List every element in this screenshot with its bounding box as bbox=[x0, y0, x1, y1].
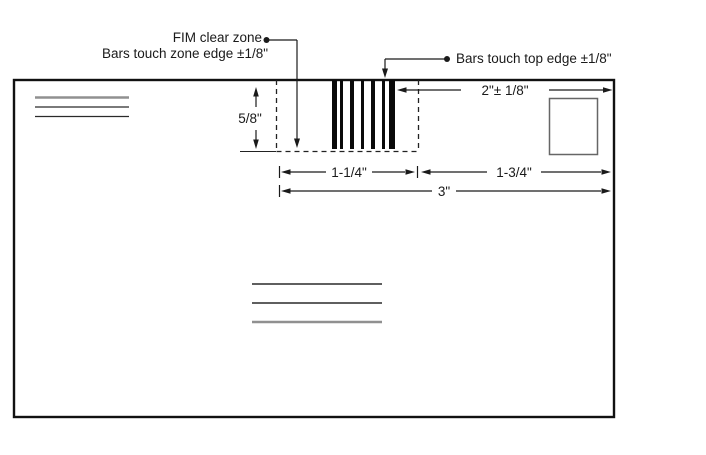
envelope-outline bbox=[12, 78, 616, 419]
fim-bar bbox=[340, 80, 343, 149]
arrowhead-right bbox=[603, 87, 613, 93]
delivery-address-lines bbox=[252, 283, 382, 324]
dim-zone-height bbox=[253, 87, 259, 149]
arrowhead-left bbox=[397, 87, 407, 93]
fim-bar bbox=[371, 80, 375, 149]
dim-row-2 bbox=[278, 185, 611, 197]
arrowhead-down bbox=[382, 68, 388, 78]
fim-bar bbox=[382, 80, 385, 149]
arrowhead-left bbox=[421, 169, 431, 175]
dim-label-zone-to-edge: 1-3/4" bbox=[496, 165, 532, 180]
fim-bar bbox=[389, 80, 395, 149]
fim-clear-zone-outline bbox=[275, 80, 420, 153]
arrowhead-left bbox=[281, 188, 291, 194]
return-address-lines bbox=[35, 96, 129, 118]
arrowhead-right bbox=[405, 169, 415, 175]
arrowhead-down bbox=[253, 139, 259, 149]
bars-touch-top-edge-label: Bars touch top edge ±1/8" bbox=[456, 51, 612, 66]
fim-bars bbox=[332, 80, 395, 149]
fim-bar bbox=[361, 80, 364, 149]
arrowhead-down bbox=[294, 138, 300, 148]
dim-row-1 bbox=[278, 166, 611, 178]
dim-label-zone-width: 1-1/4" bbox=[331, 165, 367, 180]
fim-bar bbox=[350, 80, 354, 149]
bars-touch-top-leader bbox=[382, 56, 450, 78]
arrowhead-right bbox=[601, 169, 611, 175]
arrowhead-up bbox=[253, 87, 259, 97]
bars-touch-zone-edge-label: Bars touch zone edge ±1/8" bbox=[101, 46, 268, 61]
dim-bars-to-edge bbox=[397, 87, 613, 93]
dim-label-bars-to-edge: 2"± 1/8" bbox=[481, 83, 529, 98]
fim-bar bbox=[332, 80, 337, 149]
stamp-box bbox=[548, 97, 599, 156]
arrowhead-left bbox=[281, 169, 291, 175]
fim-clear-zone-leader bbox=[263, 37, 300, 148]
fim-clear-zone-label: FIM clear zone bbox=[172, 30, 262, 45]
arrowhead-right bbox=[601, 188, 611, 194]
dim-label-total: 3" bbox=[437, 184, 451, 199]
dim-label-zone-height: 5/8" bbox=[238, 111, 262, 126]
